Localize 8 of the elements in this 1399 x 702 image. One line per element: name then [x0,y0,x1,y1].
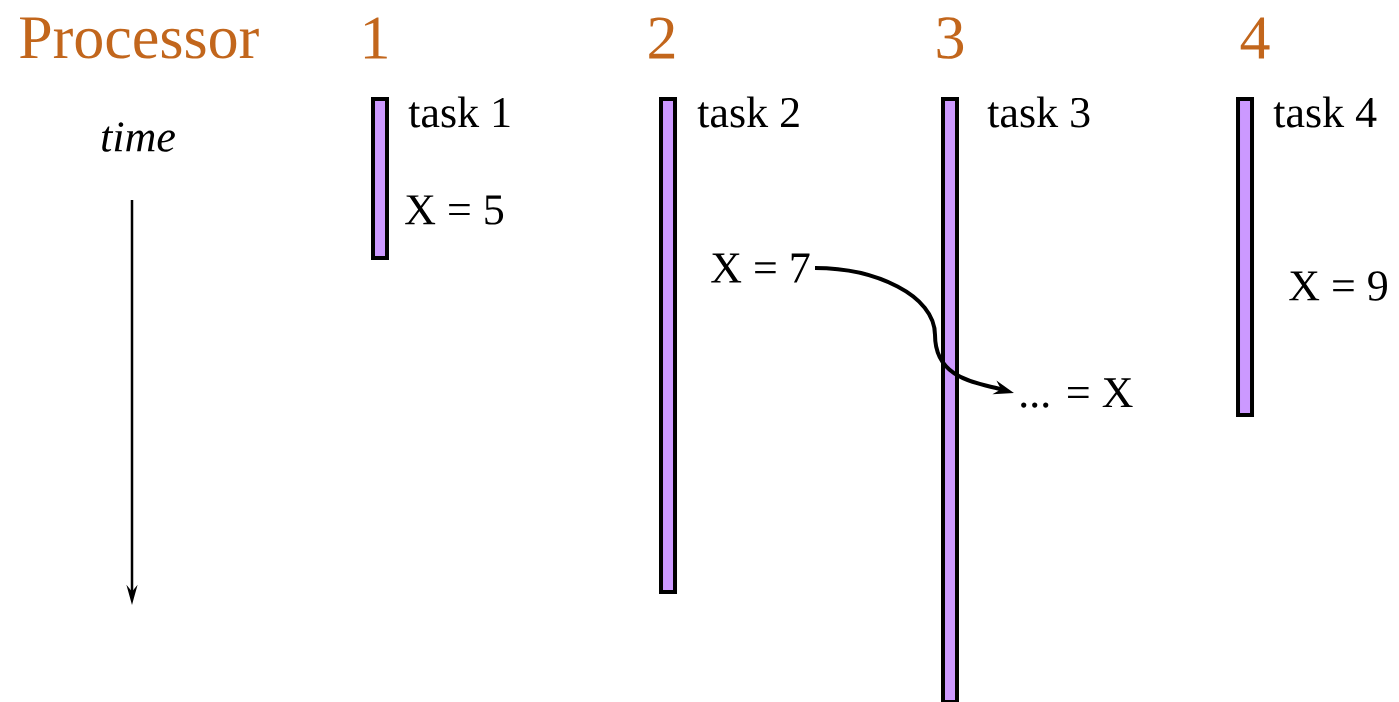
heading: Processor [20,17,259,59]
task-label: task 4 [1273,96,1377,128]
task-label: task 1 [408,96,510,128]
task-label: task 3 [987,96,1090,128]
statement-text: X = 7 [711,253,810,283]
statement-text: ... = X [1021,378,1133,408]
axis-label: time [102,122,175,152]
task-label: task 2 [697,96,799,128]
